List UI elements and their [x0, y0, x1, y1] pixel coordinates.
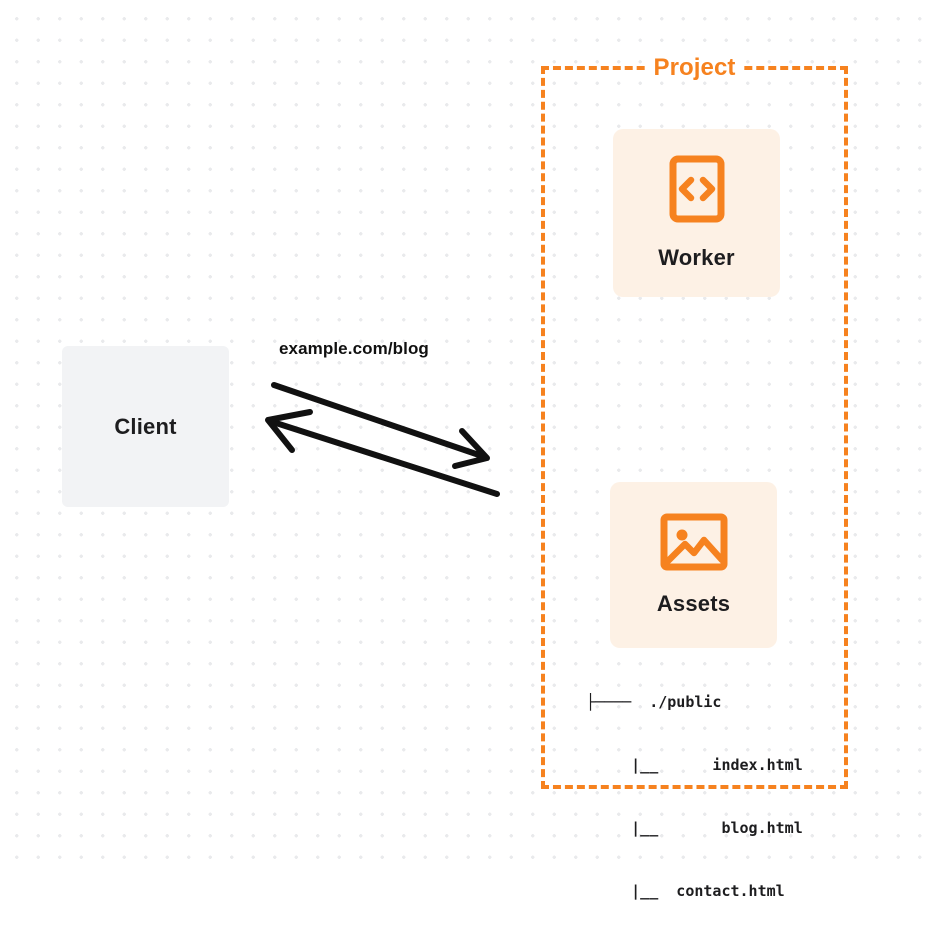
- file-tree-row: ├──── ./public: [586, 693, 722, 711]
- worker-node[interactable]: Worker: [613, 129, 780, 297]
- client-node-label: Client: [114, 413, 177, 439]
- project-label: Project: [645, 56, 744, 80]
- request-url-label: example.com/blog: [279, 339, 429, 358]
- diagram-canvas: Client example.com/blog Project Worker: [0, 0, 938, 900]
- client-node[interactable]: Client: [62, 346, 229, 507]
- code-brackets-icon: [669, 155, 725, 223]
- file-tree-row: |__ blog.html: [586, 819, 803, 837]
- image-picture-icon: [660, 513, 728, 571]
- request-arrow: [271, 382, 490, 469]
- project-container: Project: [541, 56, 848, 789]
- file-tree-row: |__ index.html: [586, 756, 803, 774]
- assets-node-label: Assets: [656, 591, 731, 616]
- assets-node[interactable]: Assets: [610, 482, 777, 648]
- worker-node-label: Worker: [658, 245, 735, 270]
- file-tree-row: |__ contact.html: [586, 882, 785, 900]
- assets-file-tree: ├──── ./public |__ index.html |__ blog.h…: [586, 650, 803, 944]
- response-arrow: [265, 409, 500, 497]
